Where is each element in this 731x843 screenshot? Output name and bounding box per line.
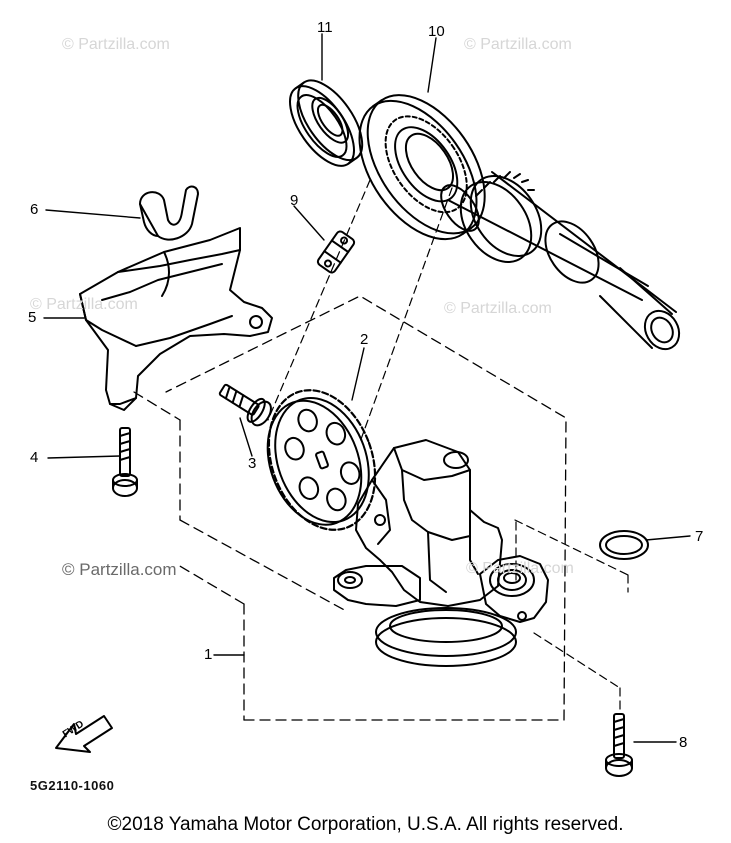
- pin-part-9: [316, 230, 356, 274]
- cover-bracket-part-5: [79, 227, 273, 411]
- bolt-part-3: [218, 383, 272, 427]
- callout-10: 10: [428, 23, 445, 40]
- drive-gear-part-10: [358, 94, 486, 241]
- guide-lines-dashed: [267, 179, 629, 711]
- callout-5: 5: [28, 309, 37, 326]
- callout-7: 7: [695, 528, 704, 545]
- bolt-part-8: [605, 713, 633, 777]
- clip-part-6: [139, 185, 199, 241]
- sprocket-part-2: [266, 389, 377, 531]
- callout-6: 6: [30, 201, 39, 218]
- oil-pump-assembly-part-1: [333, 439, 549, 667]
- callout-3: 3: [248, 455, 257, 472]
- diagram-part-code: 5G2110-1060: [30, 778, 115, 793]
- bearing-part-11: [289, 79, 364, 167]
- callout-9: 9: [290, 192, 299, 209]
- bolt-part-4: [112, 427, 138, 497]
- watermark: © Partzilla.com: [62, 560, 177, 579]
- callout-1: 1: [204, 646, 213, 663]
- watermark: © Partzilla.com: [444, 300, 552, 317]
- leader-lines: [43, 33, 691, 743]
- shaft: [440, 171, 681, 351]
- callout-2: 2: [360, 331, 369, 348]
- fwd-arrow-icon: [55, 715, 113, 753]
- watermark: © Partzilla.com: [466, 560, 574, 577]
- callout-11: 11: [317, 19, 333, 36]
- callout-4: 4: [30, 449, 39, 466]
- watermark: © Partzilla.com: [464, 36, 572, 53]
- copyright-notice: ©2018 Yamaha Motor Corporation, U.S.A. A…: [107, 814, 624, 835]
- callout-8: 8: [679, 734, 688, 751]
- watermark: © Partzilla.com: [62, 36, 170, 53]
- o-ring-part-7: [599, 530, 649, 560]
- watermark: © Partzilla.com: [30, 296, 138, 313]
- assembly-outline-dashed: [133, 295, 567, 721]
